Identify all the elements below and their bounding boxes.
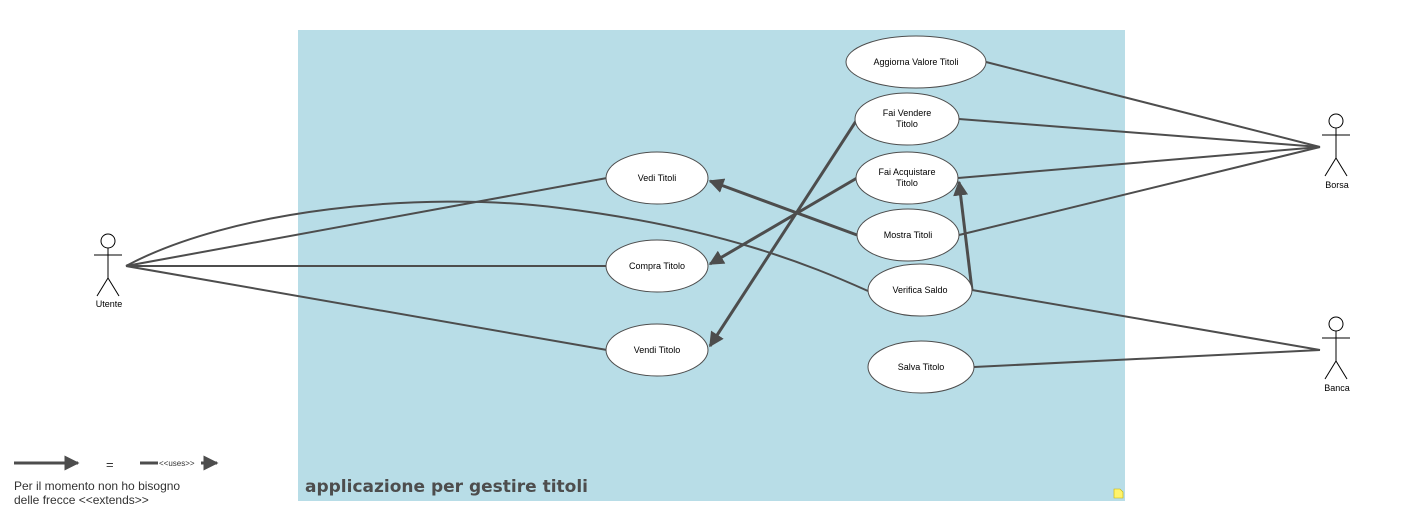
legend-uses-label: <<uses>> bbox=[159, 459, 195, 468]
usecase-label: Mostra Titoli bbox=[884, 230, 933, 240]
usecase-label: Compra Titolo bbox=[629, 261, 685, 271]
assoc-fai-vendere-borsa bbox=[958, 118, 1321, 148]
usecase-salva-titolo[interactable]: Salva Titolo bbox=[867, 340, 975, 394]
actor-label-utente: Utente bbox=[96, 299, 123, 309]
assoc-utente-vendi-titolo bbox=[125, 265, 608, 351]
actor-head-icon bbox=[1328, 113, 1344, 129]
legend-note-line: Per il momento non ho bisogno bbox=[14, 479, 181, 493]
legend-note-line: delle frecce <<extends>> bbox=[14, 493, 149, 507]
usecase-fai-acquistare-titolo[interactable]: Fai Acquistare Titolo bbox=[855, 151, 959, 205]
note-icon bbox=[1113, 488, 1124, 499]
usecase-verifica-saldo[interactable]: Verifica Saldo bbox=[867, 263, 973, 317]
usecase-label: Verifica Saldo bbox=[892, 285, 947, 295]
assoc-mostra-titoli-borsa bbox=[958, 146, 1321, 236]
assoc-verifica-saldo-banca bbox=[971, 289, 1321, 351]
usecase-label: Salva Titolo bbox=[898, 362, 945, 372]
assoc-salva-titolo-banca bbox=[973, 349, 1321, 368]
usecase-label: Titolo bbox=[896, 178, 918, 188]
system-title: applicazione per gestire titoli bbox=[305, 477, 588, 497]
legend-note: Per il momento non ho bisogno delle frec… bbox=[14, 479, 234, 507]
uses-verifica-saldo-to-fai-acquistare bbox=[953, 180, 974, 291]
legend: = <<uses>> bbox=[14, 455, 219, 472]
usecase-mostra-titoli[interactable]: Mostra Titoli bbox=[856, 208, 960, 262]
uses-mostra-titoli-to-vedi-titoli bbox=[708, 178, 858, 237]
actor-head-icon bbox=[1328, 316, 1344, 332]
assoc-utente-verifica-saldo bbox=[125, 200, 869, 292]
actor-utente[interactable] bbox=[94, 233, 122, 297]
usecase-aggiorna-valore-titoli[interactable]: Aggiorna Valore Titoli bbox=[845, 35, 987, 89]
actor-head-icon bbox=[100, 233, 116, 249]
actor-borsa[interactable] bbox=[1322, 113, 1350, 177]
usecase-vendi-titolo[interactable]: Vendi Titolo bbox=[605, 323, 709, 377]
usecase-label: Fai Acquistare bbox=[878, 167, 935, 177]
usecase-label: Vedi Titoli bbox=[638, 173, 677, 183]
usecase-label: Titolo bbox=[896, 119, 918, 129]
assoc-fai-acquistare-borsa bbox=[957, 146, 1321, 179]
uses-fai-acquistare-to-compra-titolo bbox=[708, 176, 858, 266]
usecase-fai-vendere-titolo[interactable]: Fai Vendere Titolo bbox=[854, 92, 960, 146]
actor-label-banca: Banca bbox=[1324, 383, 1350, 393]
usecase-vedi-titoli[interactable]: Vedi Titoli bbox=[605, 151, 709, 205]
assoc-utente-vedi-titoli bbox=[125, 177, 608, 267]
actor-label-borsa: Borsa bbox=[1325, 180, 1349, 190]
assoc-aggiorna-borsa bbox=[985, 61, 1321, 148]
usecase-compra-titolo[interactable]: Compra Titolo bbox=[605, 239, 709, 293]
legend-equals: = bbox=[106, 457, 114, 472]
usecase-label: Fai Vendere bbox=[883, 108, 932, 118]
usecase-label: Aggiorna Valore Titoli bbox=[874, 57, 959, 67]
actor-banca[interactable] bbox=[1322, 316, 1350, 380]
usecase-label: Vendi Titolo bbox=[634, 345, 681, 355]
uses-fai-vendere-to-vendi-titolo bbox=[708, 117, 860, 348]
